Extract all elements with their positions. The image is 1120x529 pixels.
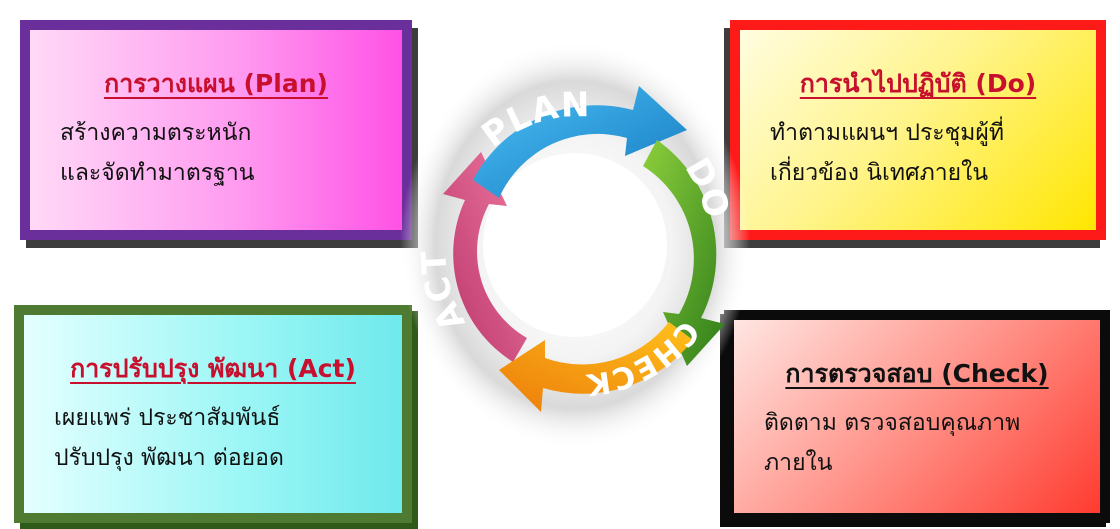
plan-arrow	[473, 86, 687, 198]
do-arrow	[643, 140, 725, 366]
act-title: การปรับปรุง พัฒนา (Act)	[70, 354, 356, 383]
act-line-1: เผยแพร่ ประชาสัมพันธ์	[54, 405, 281, 431]
act-arrow	[443, 152, 527, 362]
do-box: การนำไปปฏิบัติ (Do) ทำตามแผนฯ ประชุมผู้ท…	[730, 20, 1106, 240]
plan-box: การวางแผน (Plan) สร้างความตระหนัก และจัด…	[20, 20, 412, 240]
plan-title: การวางแผน (Plan)	[104, 69, 328, 98]
do-title: การนำไปปฏิบัติ (Do)	[799, 69, 1037, 98]
check-title: การตรวจสอบ (Check)	[785, 359, 1049, 388]
act-line-2: ปรับปรุง พัฒนา ต่อยอด	[54, 445, 284, 471]
do-line-1: ทำตามแผนฯ ประชุมผู้ที่	[770, 120, 1005, 146]
check-line-2: ภายใน	[764, 450, 833, 476]
cycle-center	[483, 153, 667, 337]
pdca-cycle-graphic: PLAN DO CHECK ACT	[400, 40, 750, 450]
plan-line-1: สร้างความตระหนัก	[60, 120, 252, 146]
do-line-2: เกี่ยวข้อง นิเทศภายใน	[770, 160, 989, 186]
check-box: การตรวจสอบ (Check) ติดตาม ตรวจสอบคุณภาพ …	[724, 310, 1110, 523]
check-line-1: ติดตาม ตรวจสอบคุณภาพ	[764, 410, 1021, 436]
plan-line-2: และจัดทำมาตรฐาน	[60, 160, 255, 186]
act-box: การปรับปรุง พัฒนา (Act) เผยแพร่ ประชาสัม…	[14, 305, 412, 523]
check-arrow	[499, 322, 693, 412]
